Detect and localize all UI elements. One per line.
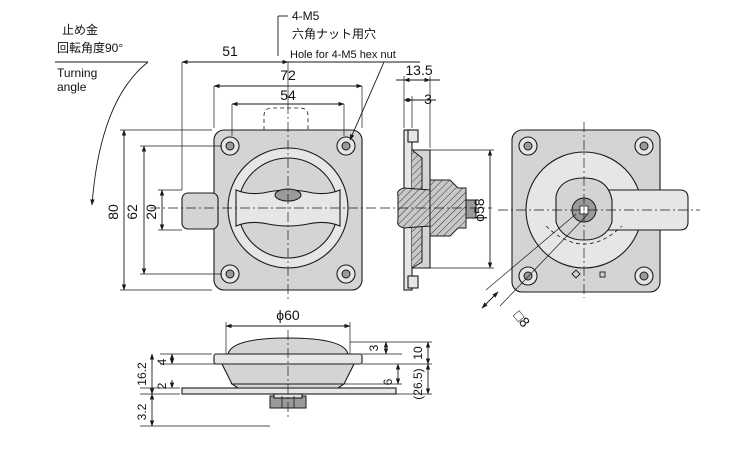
rear-view bbox=[498, 122, 700, 298]
dim-phi58: ϕ58 bbox=[471, 198, 487, 222]
dim-bottom-3-2: 3.2 bbox=[135, 403, 149, 420]
bottom-view bbox=[181, 330, 397, 418]
front-hole-top-right bbox=[336, 136, 356, 156]
dim-bottom-26-5: (26.5) bbox=[411, 368, 425, 399]
dim-51: 51 bbox=[222, 43, 238, 59]
callout-hole-label: 4-M5 bbox=[292, 9, 320, 23]
callout-turning-en-1: Turning bbox=[57, 66, 97, 80]
callout-hole-en: Hole for 4-M5 hex nut bbox=[290, 49, 396, 61]
dim-54: 54 bbox=[280, 87, 296, 103]
dim-72: 72 bbox=[280, 67, 296, 83]
dim-20: 20 bbox=[143, 204, 159, 220]
dim-80: 80 bbox=[105, 204, 121, 220]
dim-side-3: 3 bbox=[424, 91, 432, 107]
front-dimensions: 51 72 54 80 62 20 bbox=[105, 43, 363, 291]
dim-bottom-4: 4 bbox=[155, 358, 169, 365]
front-hole-bottom-left bbox=[220, 264, 240, 284]
dim-13-5: 13.5 bbox=[405, 62, 432, 78]
bottom-plate bbox=[181, 387, 397, 395]
hole-callout: 4-M5 六角ナット用穴 Hole for 4-M5 hex nut bbox=[277, 9, 420, 141]
dim-62: 62 bbox=[124, 204, 140, 220]
front-view bbox=[150, 104, 378, 300]
callout-stop-jp-1: 止め金 bbox=[62, 22, 98, 37]
dim-bottom-3: 3 bbox=[367, 344, 381, 351]
dim-bottom-16-2: 16.2 bbox=[135, 362, 149, 386]
bottom-dimensions: ϕ60 3 10 6 (26.5) 4 2 16.2 3.2 bbox=[135, 307, 432, 427]
front-hole-bottom-right bbox=[336, 264, 356, 284]
front-hidden-cam bbox=[263, 107, 309, 130]
dim-phi60: ϕ60 bbox=[276, 307, 300, 323]
front-latch-bar bbox=[181, 192, 219, 230]
callout-hole-jp: 六角ナット用穴 bbox=[292, 26, 376, 41]
front-hole-top-left bbox=[220, 136, 240, 156]
dim-bottom-2: 2 bbox=[155, 382, 169, 389]
turning-angle-callout: 止め金 回転角度90° Turning angle bbox=[55, 22, 149, 206]
dim-sq8: □8 bbox=[510, 307, 533, 330]
side-section-view bbox=[380, 129, 492, 291]
side-dimensions: 13.5 3 ϕ58 bbox=[396, 62, 494, 269]
callout-turning-en-2: angle bbox=[57, 80, 87, 94]
dim-bottom-10: 10 bbox=[411, 346, 425, 360]
callout-stop-jp-2: 回転角度90° bbox=[57, 40, 123, 55]
dim-bottom-6: 6 bbox=[381, 378, 395, 385]
